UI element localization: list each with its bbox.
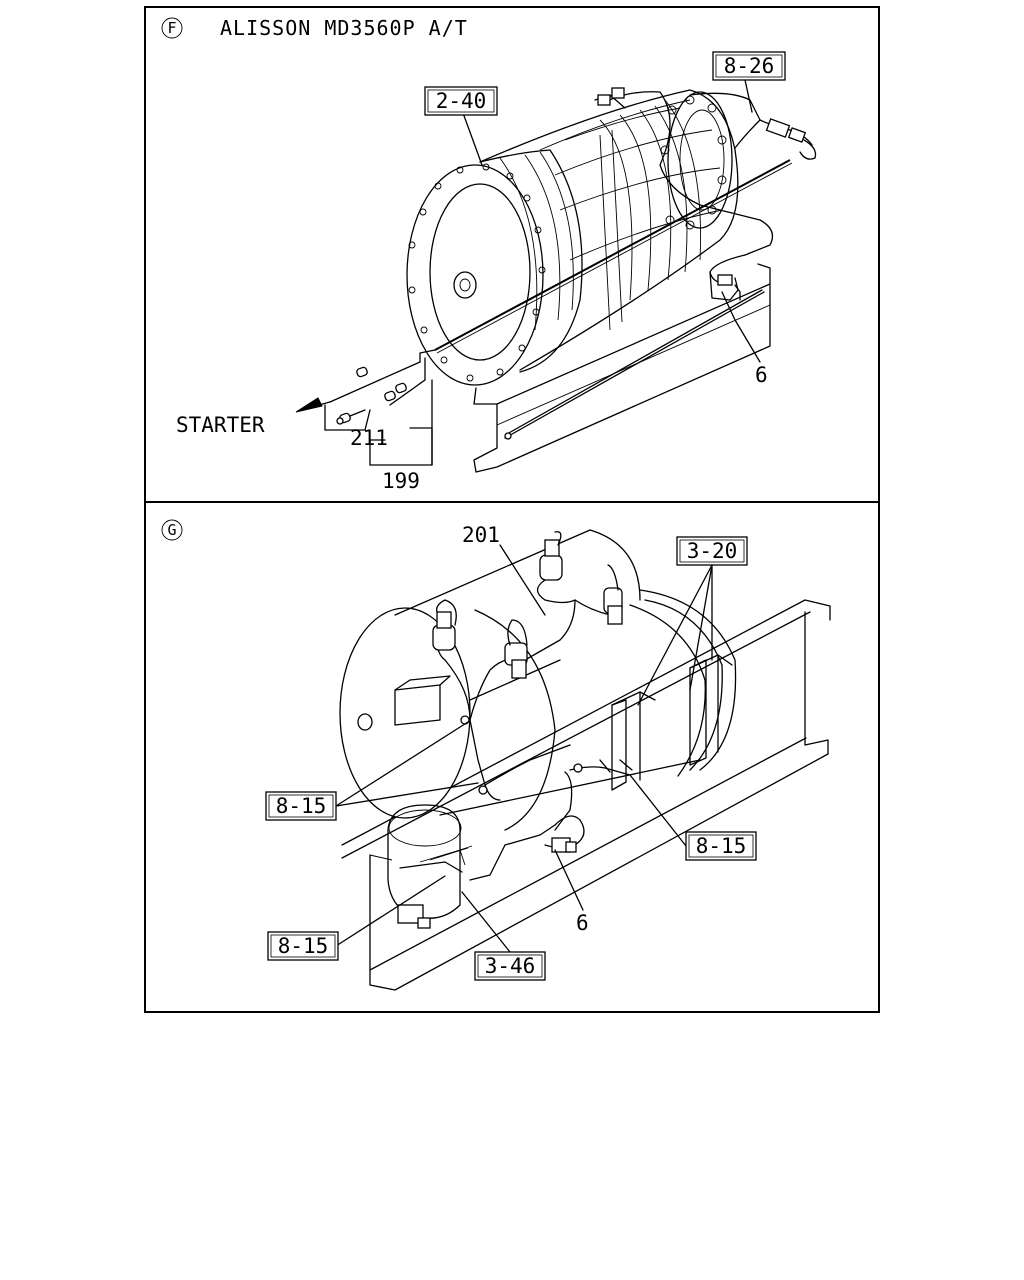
ref-box-8-15-left[interactable]: 8-15 bbox=[265, 791, 337, 821]
svg-text:G: G bbox=[167, 521, 176, 539]
ref-box-3-20[interactable]: 3-20 bbox=[676, 536, 748, 566]
ref-box-8-26[interactable]: 8-26 bbox=[712, 51, 786, 81]
svg-text:2-40: 2-40 bbox=[436, 89, 487, 113]
panel-g-leaders bbox=[335, 544, 713, 953]
panel-g-marker: G bbox=[161, 519, 183, 541]
ref-box-2-40[interactable]: 2-40 bbox=[424, 86, 498, 116]
transmission-illustration bbox=[295, 87, 817, 473]
svg-text:8-26: 8-26 bbox=[724, 54, 775, 78]
fuel-tank-illustration bbox=[339, 529, 831, 991]
harness-cable bbox=[419, 87, 817, 363]
svg-text:3-46: 3-46 bbox=[485, 954, 536, 978]
starter-label: STARTER bbox=[176, 413, 265, 437]
svg-text:F: F bbox=[167, 19, 176, 37]
lower-harness bbox=[469, 759, 633, 881]
separator-unit bbox=[387, 804, 473, 929]
callout-199: 199 bbox=[382, 469, 420, 493]
svg-text:8-15: 8-15 bbox=[276, 794, 327, 818]
starter-branch bbox=[295, 357, 426, 425]
svg-text:8-15: 8-15 bbox=[278, 934, 329, 958]
svg-text:8-15: 8-15 bbox=[696, 834, 747, 858]
frame-rail bbox=[473, 263, 771, 473]
bell-housing bbox=[406, 149, 583, 386]
callout-201: 201 bbox=[462, 523, 500, 547]
panel-f-title: ALISSON MD3560P A/T bbox=[220, 16, 468, 40]
callout-6-panel-g: 6 bbox=[576, 911, 589, 935]
panel-f-marker: F bbox=[161, 17, 183, 39]
svg-text:3-20: 3-20 bbox=[687, 539, 738, 563]
panel-f: F ALISSON MD3560P A/T bbox=[161, 16, 817, 493]
panel-f-leaders bbox=[324, 79, 761, 466]
panel-g: G bbox=[161, 519, 831, 991]
sender-wiring bbox=[432, 531, 623, 801]
callout-6-panel-f: 6 bbox=[755, 363, 768, 387]
ref-box-8-15-right[interactable]: 8-15 bbox=[685, 831, 757, 861]
ref-box-3-46[interactable]: 3-46 bbox=[474, 951, 546, 981]
fuel-tank bbox=[339, 529, 737, 831]
transmission-housing bbox=[479, 89, 739, 371]
callout-211: 211 bbox=[350, 426, 388, 450]
diagram-frame bbox=[144, 6, 880, 1013]
ref-box-8-15-bottom[interactable]: 8-15 bbox=[267, 931, 339, 961]
